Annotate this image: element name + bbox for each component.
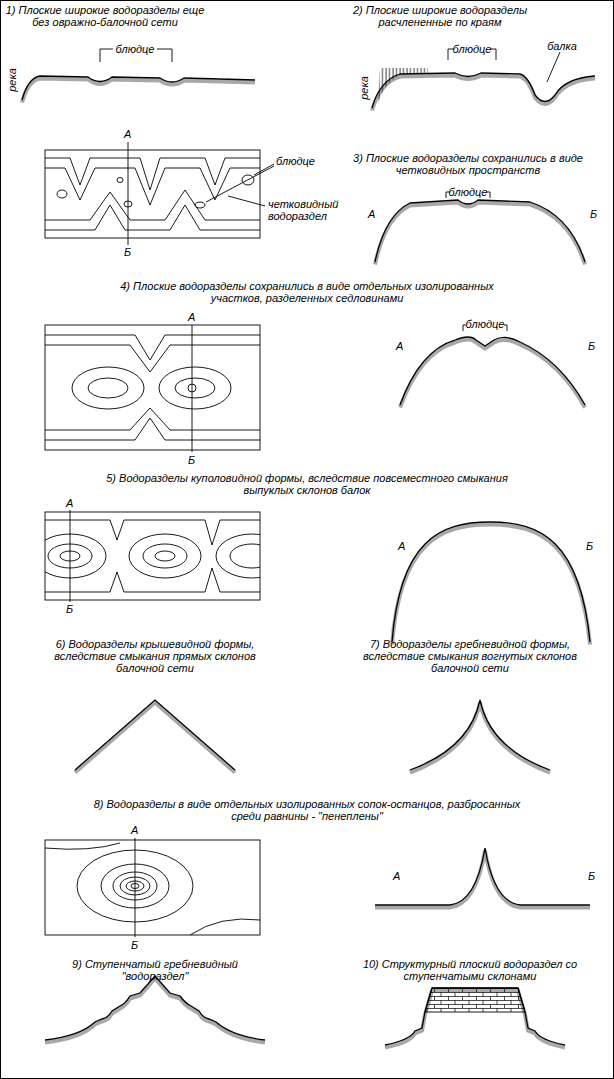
section-letter: А <box>393 870 400 882</box>
section-letter: Б <box>590 208 597 220</box>
section-letter: Б <box>586 540 593 552</box>
section-letter: Б <box>124 246 131 258</box>
section-letter: А <box>124 128 131 140</box>
terrain-profile <box>385 988 565 1045</box>
contour-map <box>45 840 260 935</box>
section-letter: Б <box>588 340 595 352</box>
feature-label: река <box>6 68 18 92</box>
feature-label: блюдце <box>116 43 155 55</box>
panel-heading: 5) Водоразделы куполовидной формы, вслед… <box>92 472 522 496</box>
terrain-profile <box>392 522 590 642</box>
feature-label: блюдце <box>466 318 505 330</box>
contour-map <box>45 150 260 238</box>
panel-heading: 6) Водоразделы крышевидной формы, вследс… <box>50 638 260 674</box>
section-letter: Б <box>588 870 595 882</box>
feature-label: четковидный водораздел <box>268 198 348 222</box>
feature-label: блюдце <box>276 155 315 167</box>
terrain-profile <box>410 700 550 770</box>
section-letter: Б <box>188 454 195 466</box>
panel-heading: 9) Ступенчатый гребневидный "водораздел" <box>50 958 260 982</box>
section-letter: А <box>131 824 138 836</box>
feature-label: блюдце <box>453 43 492 55</box>
profile-shadow <box>75 703 235 773</box>
section-letter: А <box>398 540 405 552</box>
contour-map <box>45 512 260 600</box>
profile-shadow <box>372 76 595 111</box>
section-letter: А <box>396 340 403 352</box>
panel-heading: 8) Водоразделы в виде отдельных изолиров… <box>87 798 527 822</box>
section-letter: Б <box>66 603 73 615</box>
profile-shadow <box>392 525 590 645</box>
feature-label: блюдце <box>449 186 488 198</box>
section-letter: Б <box>131 939 138 951</box>
terrain-profile <box>375 200 585 262</box>
profile-shadow <box>410 703 550 773</box>
panel-heading: 7) Водоразделы гребневидной формы, вслед… <box>363 638 578 674</box>
panel-heading: 4) Плоские водоразделы сохранились в вид… <box>97 280 517 304</box>
panel-heading: 1) Плоские широкие водоразделы еще без о… <box>3 4 208 28</box>
section-letter: А <box>188 311 195 323</box>
terrain-profile <box>400 337 585 405</box>
profile-shadow <box>22 79 255 103</box>
panel-heading: 2) Плоские широкие водоразделы расчленен… <box>338 4 543 28</box>
panel-heading: 3) Плоские водоразделы сохранились в вид… <box>332 152 604 176</box>
profile-shadow <box>375 203 585 265</box>
terrain-profile <box>372 73 595 108</box>
terrain-profile <box>22 76 255 100</box>
feature-label: река <box>358 76 370 100</box>
terrain-profile <box>45 976 265 1040</box>
feature-label: балка <box>547 40 577 52</box>
panel-heading: 10) Структурный плоский водораздел со ст… <box>355 958 585 982</box>
section-letter: А <box>368 208 375 220</box>
eroded-bank <box>378 68 428 104</box>
contour-map <box>45 325 260 450</box>
profile-shadow <box>400 340 585 408</box>
terrain-profile <box>75 700 235 770</box>
section-letter: А <box>66 497 73 509</box>
terrain-profile <box>375 848 590 905</box>
bedrock-layer <box>425 988 525 1012</box>
